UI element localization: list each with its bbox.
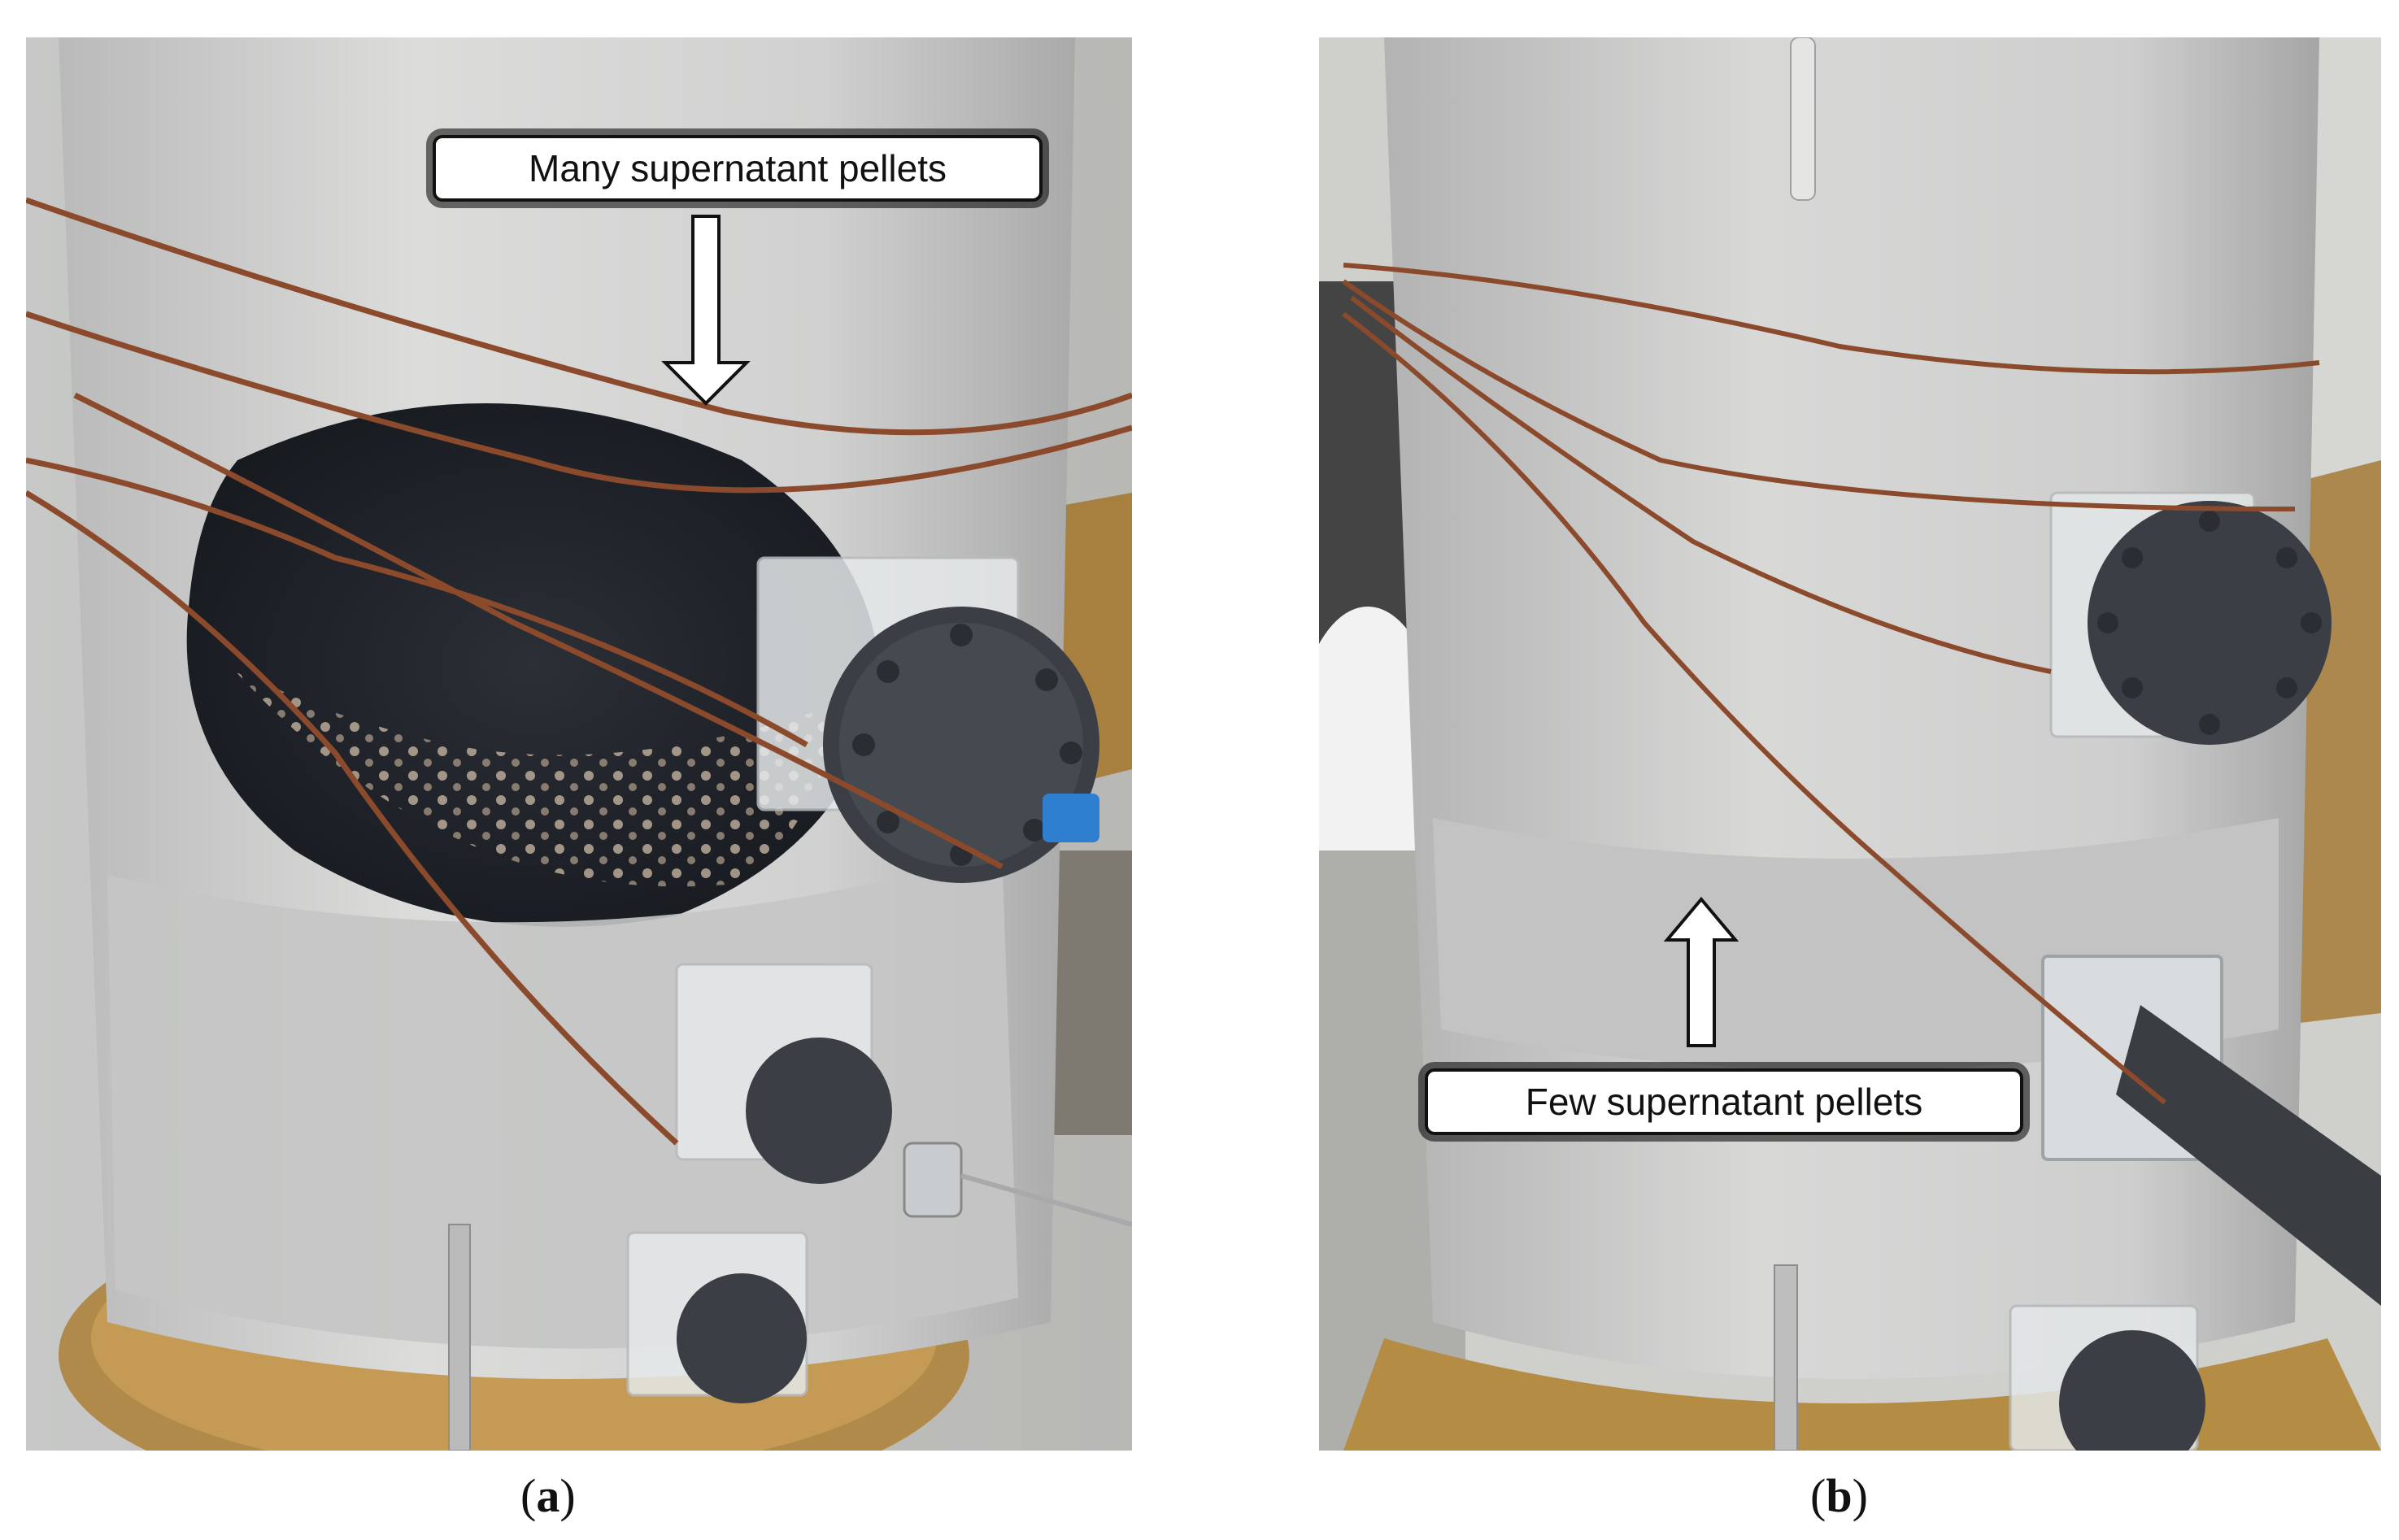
bottom-fin	[1774, 1264, 1798, 1451]
down-arrow	[661, 215, 751, 406]
top-fin	[1790, 37, 1816, 201]
lower-port-flange	[677, 1273, 807, 1403]
probe-tube	[2116, 1005, 2381, 1306]
callout-text-b: Few supernatant pellets	[1525, 1081, 1923, 1123]
middle-port-flange	[746, 1038, 892, 1184]
callout-many-supernatant-pellets: Many supernatant pellets	[433, 135, 1043, 202]
pellet-ends	[221, 655, 839, 887]
photo-panel-a: Many supernatant pellets	[26, 37, 1132, 1451]
bottom-port-flange	[2059, 1330, 2205, 1451]
copper-wires	[1342, 263, 2320, 1105]
callout-few-supernatant-pellets: Few supernatant pellets	[1425, 1068, 2023, 1135]
callout-text-a: Many supernatant pellets	[529, 147, 947, 189]
blue-clip	[1043, 794, 1099, 842]
photo-panel-b: Few supernatant pellets	[1319, 37, 2381, 1451]
copper-wires	[26, 197, 1132, 1146]
column-fin	[448, 1224, 471, 1451]
upper-port-flange	[2088, 501, 2332, 745]
subfigure-label-a: (a)	[520, 1469, 576, 1522]
flange-bolts	[2097, 511, 2322, 735]
photo-b-scene	[1319, 37, 2381, 1451]
photo-a-scene	[26, 37, 1132, 1451]
up-arrow	[1663, 896, 1739, 1047]
probe-fitting	[903, 1142, 963, 1218]
subfigure-label-b: (b)	[1810, 1469, 1868, 1522]
